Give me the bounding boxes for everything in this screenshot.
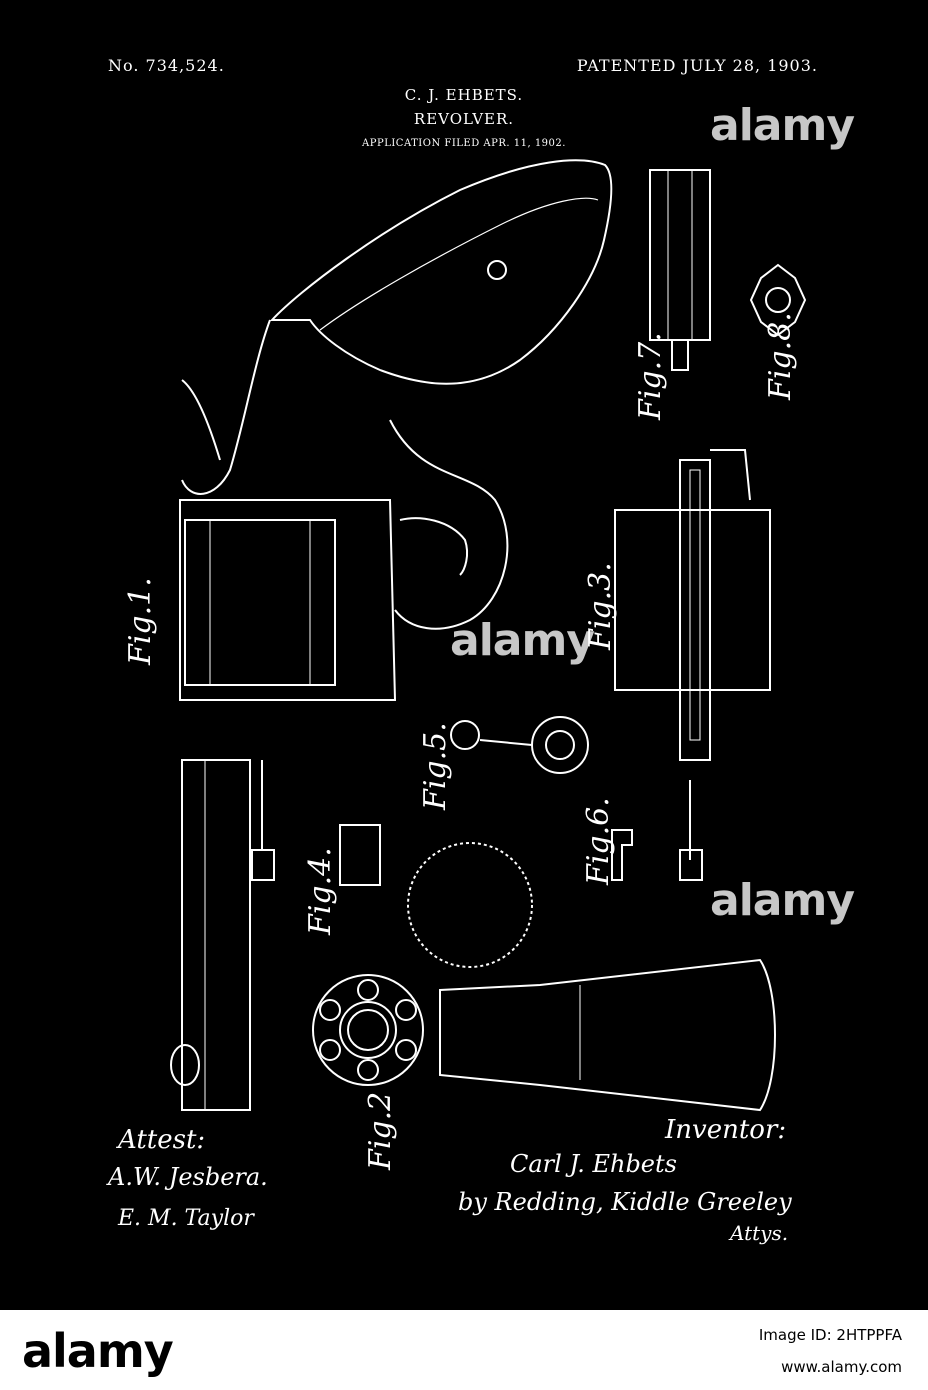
attys-label: Attys.	[728, 1221, 788, 1245]
fig4-label: Fig.4.	[303, 847, 338, 936]
inventor-label: Inventor:	[664, 1115, 786, 1145]
fig7-section	[650, 170, 710, 340]
fig6-label: Fig.6.	[581, 797, 616, 886]
fig4-part	[340, 825, 380, 885]
fig1-label: Fig.1.	[123, 577, 158, 666]
fig5-label: Fig.5.	[418, 722, 453, 811]
patent-drawing: No. 734,524. PATENTED JULY 28, 1903. C. …	[0, 0, 928, 1310]
fig5-disc	[451, 721, 479, 749]
stock-footer: alamy Image ID: 2HTPPFA www.alamy.com	[0, 1310, 928, 1390]
cylinder	[185, 520, 335, 685]
grip-screw	[488, 261, 506, 279]
fig3-section	[615, 510, 770, 690]
watermark: alamy	[450, 615, 594, 666]
attorneys-signature: by Redding, Kiddle Greeley	[458, 1188, 792, 1216]
witness-signature-1: A.W. Jesbera.	[106, 1163, 268, 1191]
footer-logo: alamy	[22, 1324, 173, 1378]
inventor-signature: Carl J. Ehbets	[510, 1150, 677, 1178]
witness-signature-2: E. M. Taylor	[117, 1206, 255, 1231]
watermark: alamy	[710, 100, 854, 151]
attest-label: Attest:	[116, 1125, 205, 1155]
trigger-guard	[390, 420, 507, 629]
fig8-label: Fig.8.	[763, 312, 798, 401]
fig2-label: Fig.2	[363, 1092, 398, 1171]
frame-body	[180, 500, 395, 700]
footer-url: www.alamy.com	[781, 1358, 902, 1376]
barrel	[182, 760, 250, 1110]
cylinder-dashed	[408, 843, 532, 967]
grip-bottom	[440, 960, 775, 1110]
watermark: alamy	[710, 875, 854, 926]
image-id: Image ID: 2HTPPFA	[759, 1326, 902, 1344]
cylinder-front	[313, 975, 423, 1085]
grip-outline	[272, 160, 611, 383]
fig7-label: Fig.7.	[633, 332, 668, 421]
